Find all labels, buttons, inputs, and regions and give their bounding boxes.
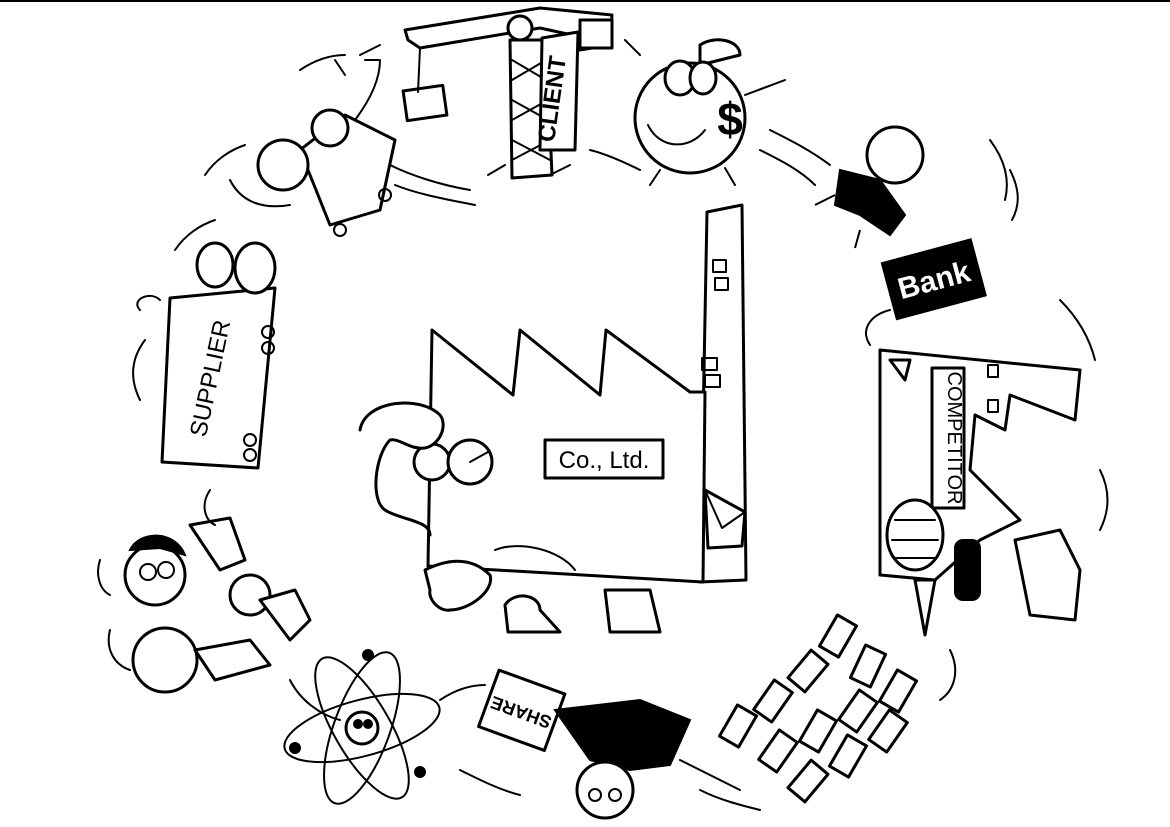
client-panel <box>538 30 580 152</box>
supplier-truck-icon: SUPPLIER <box>136 241 277 470</box>
factory-door <box>703 488 747 550</box>
person-body-1 <box>188 516 247 572</box>
motion-lines <box>97 54 1109 811</box>
chimney-window-1 <box>712 259 727 273</box>
chimney-window-3 <box>701 357 718 371</box>
competitor-knife <box>913 578 937 637</box>
banknote <box>786 758 830 804</box>
share-sheet: SHARE <box>477 668 567 752</box>
money-bag-hat <box>698 38 742 67</box>
supplier-sign <box>160 286 277 470</box>
robot-icon <box>229 44 397 237</box>
banker-head <box>865 125 925 185</box>
atom-nucleus <box>344 710 380 746</box>
crane-face <box>506 14 534 42</box>
banknote <box>786 648 830 694</box>
atom-icon <box>283 649 441 805</box>
factory-foot-right <box>603 588 662 634</box>
chimney-window-4 <box>704 374 721 388</box>
company-sign <box>543 438 665 480</box>
banknote <box>717 703 759 749</box>
banknote <box>827 733 869 779</box>
money-symbol: $ <box>717 93 743 145</box>
banker-icon: Bank <box>814 125 987 321</box>
person-body-2 <box>258 588 312 642</box>
banknote <box>797 708 839 754</box>
competitor-fist <box>954 539 981 601</box>
company-name: Co., Ltd. <box>559 447 650 474</box>
banknote <box>867 708 909 754</box>
robot-arm <box>354 59 381 121</box>
crane-icon: CLIENT <box>401 6 614 180</box>
competitor-hat <box>1013 528 1082 622</box>
supplier-eye-right <box>233 241 277 295</box>
shareholder-head <box>575 760 635 820</box>
shareholder-icon: SHARE <box>477 668 692 820</box>
banknotes-icon <box>717 613 919 804</box>
competitor-hand <box>885 498 945 572</box>
person-head-2 <box>228 573 272 617</box>
person-head-3 <box>131 626 199 694</box>
banker-suit <box>833 168 907 237</box>
factory-arm <box>358 401 445 537</box>
shareholder-body <box>553 698 692 772</box>
chimney-window-2 <box>714 277 729 291</box>
factory-foot-left <box>503 594 562 634</box>
competitor-label: COMPETITOR <box>943 372 965 505</box>
factory-hand <box>423 559 493 612</box>
supplier-eye-left <box>195 241 235 289</box>
banknote <box>757 728 799 774</box>
banknote <box>877 668 919 714</box>
person-body-3 <box>193 638 272 682</box>
factory-icon: Co., Ltd. <box>358 203 748 634</box>
people-icon <box>123 516 312 694</box>
banknote <box>837 688 879 734</box>
banknote <box>752 678 794 724</box>
gear-left <box>256 138 310 192</box>
money-bag-smile <box>647 124 706 146</box>
crane-counterweight <box>578 18 614 50</box>
crane-load <box>401 83 449 123</box>
money-bag-eye-right <box>688 60 718 96</box>
banknote <box>817 613 859 659</box>
money-bag-body <box>633 61 747 175</box>
money-bag-icon: $ <box>624 38 786 186</box>
gear-right <box>310 108 350 148</box>
banknote <box>848 643 888 689</box>
competitor-factory-icon: COMPETITOR <box>878 348 1082 637</box>
competitor-panel <box>930 366 966 510</box>
bank-briefcase: Bank <box>880 238 987 321</box>
